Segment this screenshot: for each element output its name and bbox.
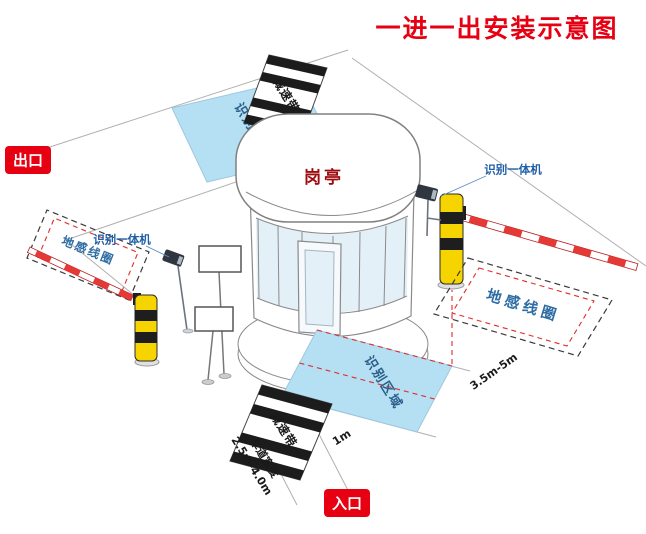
ground-coil-right-outer xyxy=(433,257,613,357)
recognition-camera-left: 识别一体机 xyxy=(93,233,194,334)
entrance-badge: 入口 xyxy=(324,489,370,517)
page-title: 一进一出安装示意图 xyxy=(375,14,618,43)
barrier-gate-left xyxy=(26,246,160,367)
recognition-camera-right: 识别一体机 xyxy=(415,163,542,237)
coil-distance-label: 3.5m-5m xyxy=(468,351,520,393)
sign-board-2 xyxy=(194,306,234,385)
recognition-machine-right-label: 识别一体机 xyxy=(484,163,542,177)
leader-line-left xyxy=(145,245,170,258)
barrier-arm-left xyxy=(26,246,134,302)
booth-label: 岗亭 xyxy=(304,167,344,188)
booth-roof xyxy=(235,113,421,223)
zone-offset-label: 1m xyxy=(330,427,353,448)
exit-badge: 出口 xyxy=(5,146,51,174)
exit-badge-label: 出口 xyxy=(13,152,43,170)
ground-coil-right-inner xyxy=(451,267,595,347)
camera-pole-left xyxy=(177,265,188,331)
recognition-machine-left-label: 识别一体机 xyxy=(93,233,151,247)
barrier-gate-right xyxy=(437,193,639,290)
speed-bump-bottom: 减速带 xyxy=(229,384,333,481)
leader-line-right xyxy=(440,175,487,197)
camera-head-left-icon xyxy=(162,249,185,267)
entrance-badge-label: 入口 xyxy=(332,495,362,513)
booth-door-panel xyxy=(304,249,335,327)
ground-coil-left-inner xyxy=(37,217,139,293)
barrier-pole-left xyxy=(134,294,158,362)
ground-coil-right-label: 地感线圈 xyxy=(484,286,562,325)
sign-board-1 xyxy=(198,245,242,379)
ground-coil-left-outer xyxy=(26,209,150,301)
camera-head-right-icon xyxy=(415,184,438,202)
